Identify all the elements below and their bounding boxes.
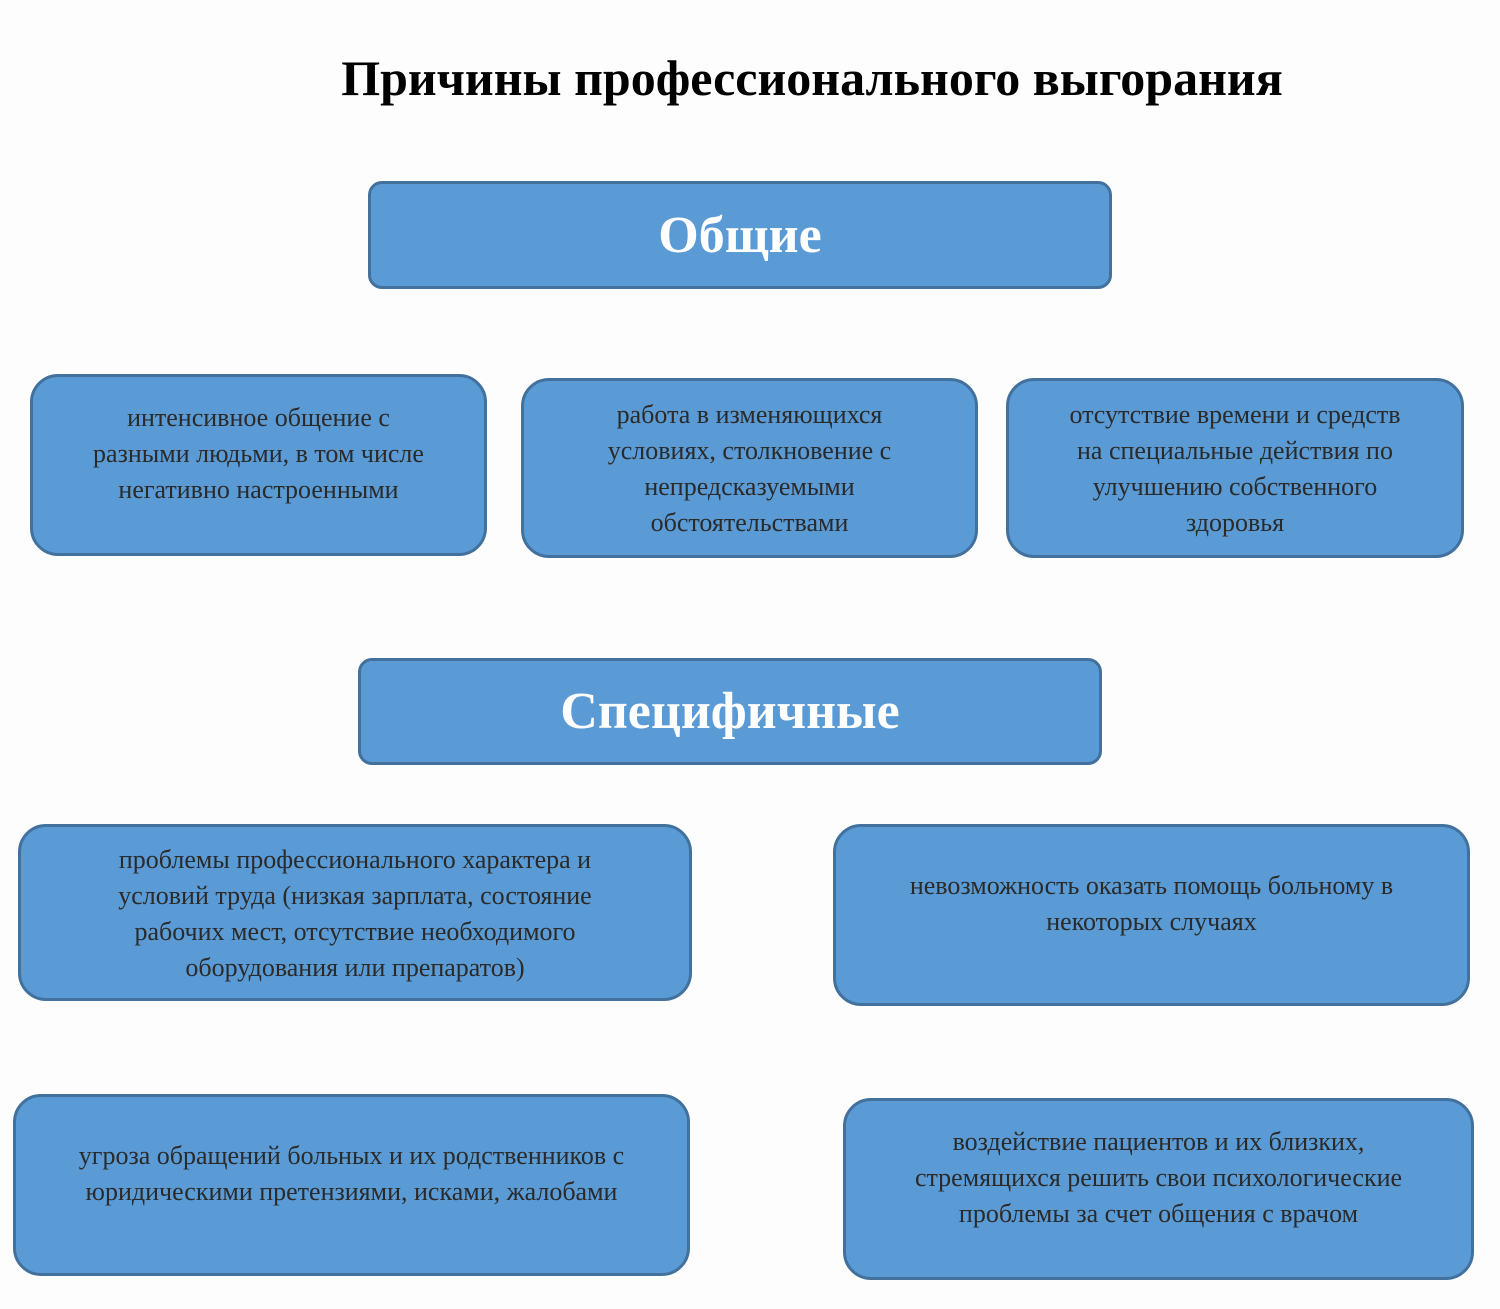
item-text: здоровья: [1185, 508, 1285, 537]
general-item: работа в изменяющихся условиях, столкнов…: [521, 378, 978, 558]
specific-item: невозможность оказать помощь больному в …: [833, 824, 1470, 1006]
specific-item: воздействие пациентов и их близких, стре…: [843, 1098, 1474, 1280]
item-text: негативно настроенными: [118, 475, 399, 504]
general-item: интенсивное общение с разными людьми, в …: [30, 374, 487, 556]
item-text: отсутствие времени и средств: [1069, 400, 1401, 429]
specific-header: Специфичные: [358, 658, 1102, 765]
item-text: работа в изменяющихся: [616, 400, 883, 429]
item-text: интенсивное общение с: [127, 403, 390, 432]
item-text: оборудования или препаратов): [185, 953, 525, 982]
general-header: Общие: [368, 181, 1112, 289]
diagram-title: Причины профессионального выгорания: [341, 50, 1283, 106]
item-text: стремящихся решить свои психологические: [914, 1163, 1403, 1192]
general-item: отсутствие времени и средств на специаль…: [1006, 378, 1464, 558]
item-text: условиях, столкновение с: [607, 436, 892, 465]
specific-item: проблемы профессионального характера и у…: [18, 824, 692, 1001]
item-text: проблемы профессионального характера и: [118, 845, 592, 874]
item-text: юридическими претензиями, исками, жалоба…: [85, 1177, 618, 1206]
item-text: на специальные действия по: [1077, 436, 1393, 465]
item-text: условий труда (низкая зарплата, состояни…: [118, 881, 592, 910]
item-text: непредсказуемыми: [644, 472, 855, 501]
item-text: воздействие пациентов и их близких,: [952, 1127, 1365, 1156]
item-text: обстоятельствами: [650, 508, 849, 537]
item-text: рабочих мест, отсутствие необходимого: [134, 917, 576, 946]
item-text: некоторых случаях: [1046, 907, 1257, 936]
item-text: разными людьми, в том числе: [93, 439, 424, 468]
item-text: невозможность оказать помощь больному в: [909, 871, 1394, 900]
item-text: угроза обращений больных и их родственни…: [78, 1141, 625, 1170]
item-text: проблемы за счет общения с врачом: [958, 1199, 1359, 1228]
item-text: улучшению собственного: [1092, 472, 1378, 501]
specific-item: угроза обращений больных и их родственни…: [13, 1094, 690, 1276]
